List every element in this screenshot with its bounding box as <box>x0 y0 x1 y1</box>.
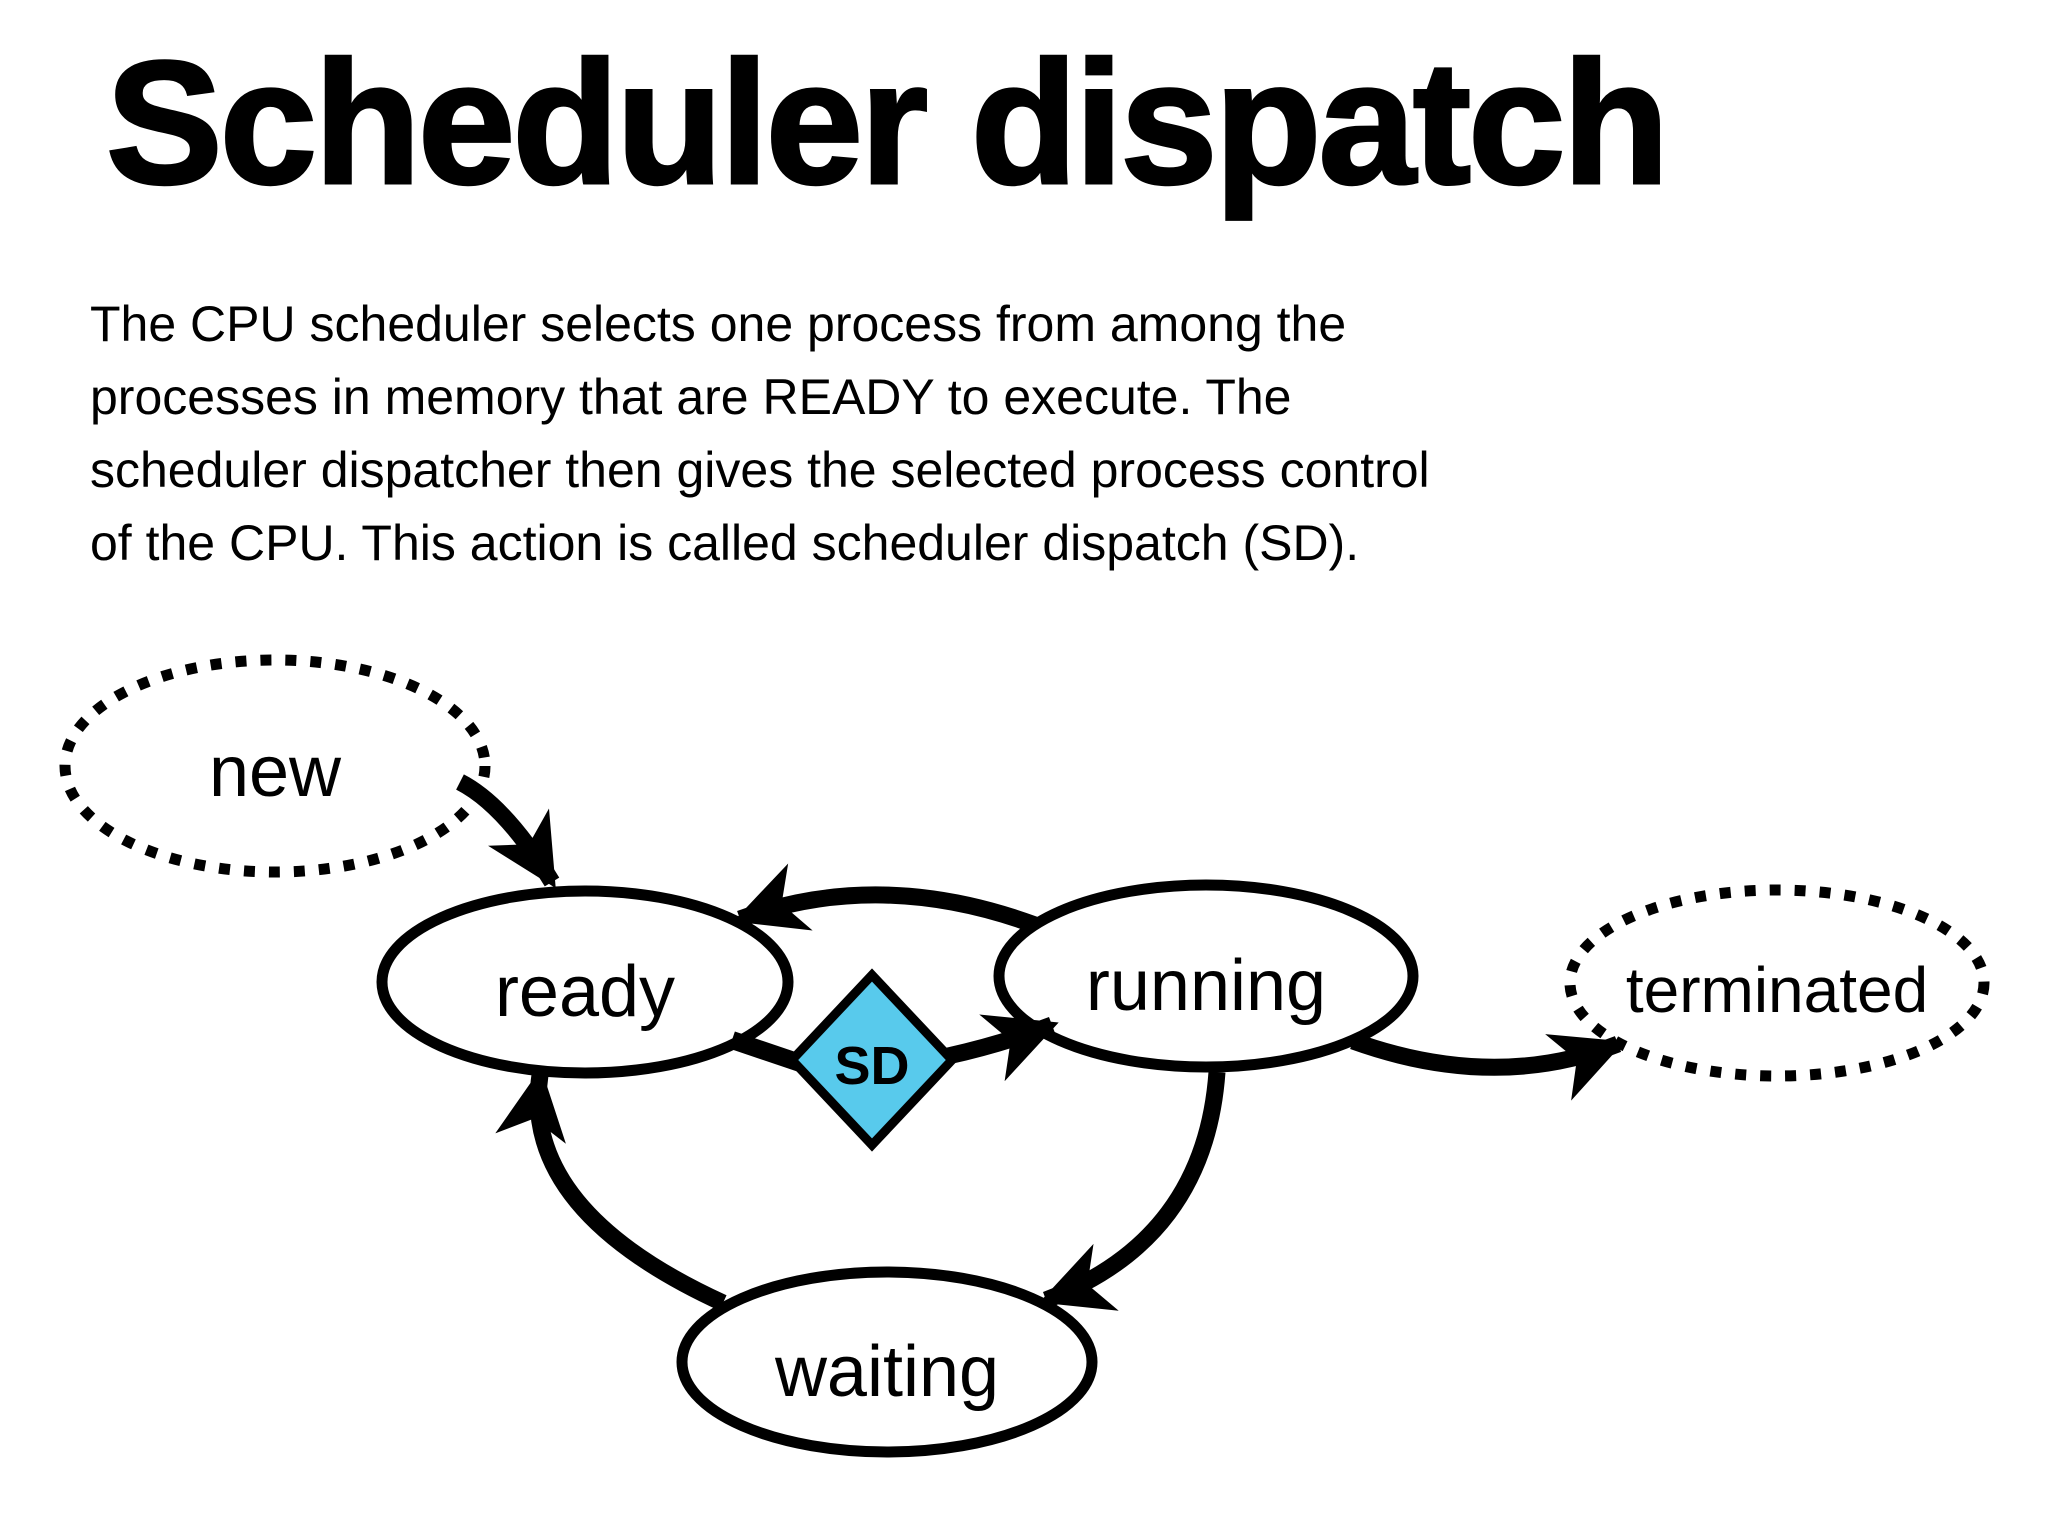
state-waiting-label: waiting <box>774 1332 999 1412</box>
process-state-diagram: new ready running terminated waiting SD <box>59 654 1990 1458</box>
intro-line-2: processes in memory that are READY to ex… <box>90 369 1292 425</box>
state-terminated-label: terminated <box>1626 954 1928 1026</box>
intro-line-3: scheduler dispatcher then gives the sele… <box>90 442 1430 498</box>
sd-decision-diamond <box>785 968 959 1152</box>
state-running-label: running <box>1086 946 1326 1026</box>
edge-waiting-to-ready <box>495 1067 727 1311</box>
state-new-ellipse <box>59 654 491 878</box>
state-running-ellipse <box>993 879 1419 1073</box>
edge-sd-to-running <box>946 1014 1059 1082</box>
page-title: Scheduler dispatch <box>104 26 1670 221</box>
state-ready-label: ready <box>495 952 675 1032</box>
edge-running-to-ready <box>733 863 1038 933</box>
state-ready-ellipse <box>376 885 794 1079</box>
edge-new-to-ready <box>455 774 560 889</box>
intro-paragraph: The CPU scheduler selects one process fr… <box>90 288 1430 580</box>
state-new-label: new <box>209 732 342 812</box>
state-terminated-ellipse <box>1564 884 1990 1082</box>
edge-running-to-waiting <box>1039 1071 1226 1311</box>
edge-running-to-terminated <box>1350 1032 1625 1101</box>
state-waiting-ellipse <box>676 1266 1098 1458</box>
intro-line-1: The CPU scheduler selects one process fr… <box>90 296 1347 352</box>
sd-decision-label: SD <box>834 1036 909 1096</box>
intro-line-4: of the CPU. This action is called schedu… <box>90 515 1360 571</box>
